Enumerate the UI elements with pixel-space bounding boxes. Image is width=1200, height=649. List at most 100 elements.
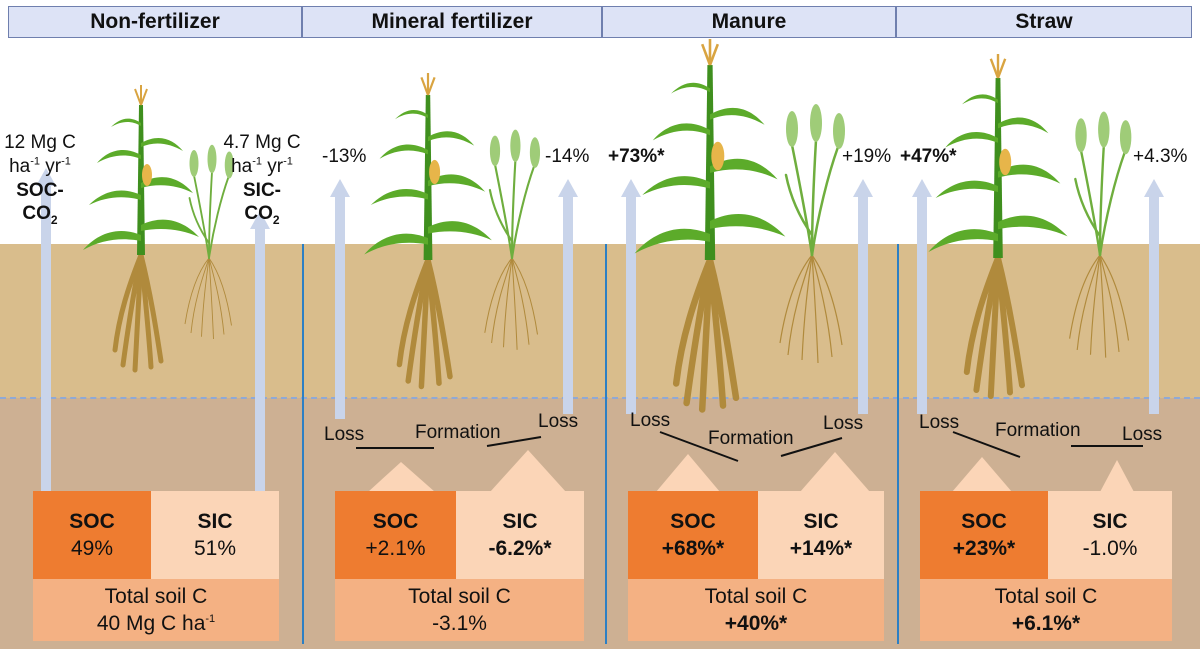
sic-box: SIC -6.2%*: [456, 491, 584, 579]
total-label: Total soil C: [994, 584, 1098, 608]
loss-label-right: Loss: [538, 411, 579, 432]
co2-text: CO: [22, 203, 51, 225]
soc-box: SOC +68%*: [628, 491, 758, 579]
sic-flux-amount: 4.7 Mg C: [223, 132, 301, 153]
wheat-plant-icon: [1068, 110, 1133, 359]
soc-value: +2.1%: [365, 537, 426, 560]
soc-value: 49%: [70, 537, 114, 560]
triangle-icon: [490, 450, 566, 492]
maize-plant-icon: [364, 73, 492, 387]
total-label: Total soil C: [408, 584, 511, 608]
sic-flux-change: +4.3%: [1133, 146, 1188, 167]
upward-arrow-icon: [858, 196, 868, 414]
header-manure: Manure: [602, 6, 896, 38]
sic-label: SIC: [197, 509, 233, 533]
header-straw: Straw: [896, 6, 1192, 38]
balance-line: [952, 431, 1021, 458]
sic-co2-flux-label: 4.7 Mg C ha-1 yr-1 SIC- CO2: [219, 131, 305, 228]
total-label: Total soil C: [104, 584, 208, 608]
total-value-text: 40 Mg C ha: [96, 612, 206, 635]
co2-subscript: 2: [50, 213, 58, 228]
sic-flux-change: +19%: [842, 146, 892, 167]
upward-arrow-icon: [558, 179, 578, 197]
soc-gas-label: SOC-: [16, 179, 64, 201]
sic-label: SIC: [803, 509, 839, 533]
maize-plant-icon: [928, 54, 1067, 396]
sic-value: +14%*: [789, 537, 853, 560]
soc-flux-change: +73%*: [608, 146, 665, 167]
sic-gas-co2: CO2: [219, 202, 305, 228]
total-value: -3.1%: [432, 612, 487, 635]
unit-yr-exp: -1: [283, 155, 293, 168]
sic-box: SIC +14%*: [758, 491, 884, 579]
balance-line: [659, 431, 739, 462]
unit-ha: ha: [231, 155, 253, 177]
total-soil-c-box: Total soil C -3.1%: [335, 579, 584, 641]
balance-line: [780, 437, 843, 457]
formation-label: Formation: [708, 428, 794, 449]
sic-box: SIC 51%: [151, 491, 279, 579]
triangle-icon: [656, 454, 720, 492]
upward-arrow-icon: [853, 179, 873, 197]
loss-label-left: Loss: [630, 410, 671, 431]
upward-arrow-icon: [563, 196, 573, 414]
soc-box: SOC +23%*: [920, 491, 1048, 579]
soc-flux-change: +47%*: [900, 146, 957, 167]
soc-label: SOC: [69, 509, 115, 533]
upward-arrow-icon: [330, 179, 350, 197]
total-soil-c-box: Total soil C +6.1%*: [920, 579, 1172, 641]
panel-divider: [302, 244, 304, 644]
loss-label-left: Loss: [324, 424, 365, 445]
upward-arrow-icon: [335, 196, 345, 419]
unit-yr: yr: [262, 155, 284, 177]
header-non-fertilizer: Non-fertilizer: [8, 6, 302, 38]
loss-label-right: Loss: [823, 413, 864, 434]
total-value: 40 Mg C ha-1: [97, 610, 215, 637]
upward-arrow-icon: [1149, 196, 1159, 414]
soc-label: SOC: [961, 509, 1007, 533]
sic-flux-unit: ha-1 yr-1: [219, 155, 305, 179]
upward-arrow-icon: [621, 179, 641, 197]
panel-divider: [897, 244, 899, 644]
balance-line: [486, 436, 542, 447]
soc-value: +68%*: [661, 537, 725, 560]
sic-box: SIC -1.0%: [1048, 491, 1172, 579]
total-value: +40%*: [724, 612, 788, 635]
unit-yr-exp: -1: [61, 155, 71, 168]
soc-flux-amount: 12 Mg C: [4, 132, 76, 153]
sic-value: -6.2%*: [488, 537, 552, 560]
triangle-icon: [1100, 460, 1134, 492]
triangle-icon: [952, 457, 1012, 492]
co2-subscript: 2: [272, 213, 280, 228]
soc-label: SOC: [670, 509, 716, 533]
soc-gas-co2: CO2: [2, 202, 78, 228]
sic-gas-label: SIC-: [243, 179, 281, 201]
soc-value: +23%*: [952, 537, 1016, 560]
triangle-icon: [800, 452, 870, 492]
upward-arrow-icon: [912, 179, 932, 197]
header-mineral-fertilizer: Mineral fertilizer: [302, 6, 602, 38]
sic-label: SIC: [502, 509, 538, 533]
maize-plant-icon: [635, 39, 786, 410]
soc-flux-change: -13%: [322, 146, 367, 167]
upward-arrow-icon: [1144, 179, 1164, 197]
co2-text: CO: [244, 203, 273, 225]
total-soil-c-box: Total soil C 40 Mg C ha-1: [33, 579, 279, 641]
total-label: Total soil C: [704, 584, 808, 608]
total-value: +6.1%*: [1011, 612, 1081, 635]
wheat-plant-icon: [483, 128, 542, 351]
sic-flux-change: -14%: [545, 146, 590, 167]
panel-divider: [605, 244, 607, 644]
formation-label: Formation: [995, 420, 1081, 441]
upward-arrow-icon: [255, 228, 265, 491]
unit-yr: yr: [40, 155, 62, 177]
upward-arrow-icon: [36, 168, 56, 186]
soc-co2-flux-label: 12 Mg C ha-1 yr-1 SOC- CO2: [2, 131, 78, 228]
soc-box: SOC +2.1%: [335, 491, 456, 579]
loss-label-left: Loss: [919, 412, 960, 433]
soc-box: SOC 49%: [33, 491, 151, 579]
wheat-plant-icon: [778, 102, 847, 365]
maize-plant-icon: [83, 85, 199, 370]
total-soil-c-box: Total soil C +40%*: [628, 579, 884, 641]
